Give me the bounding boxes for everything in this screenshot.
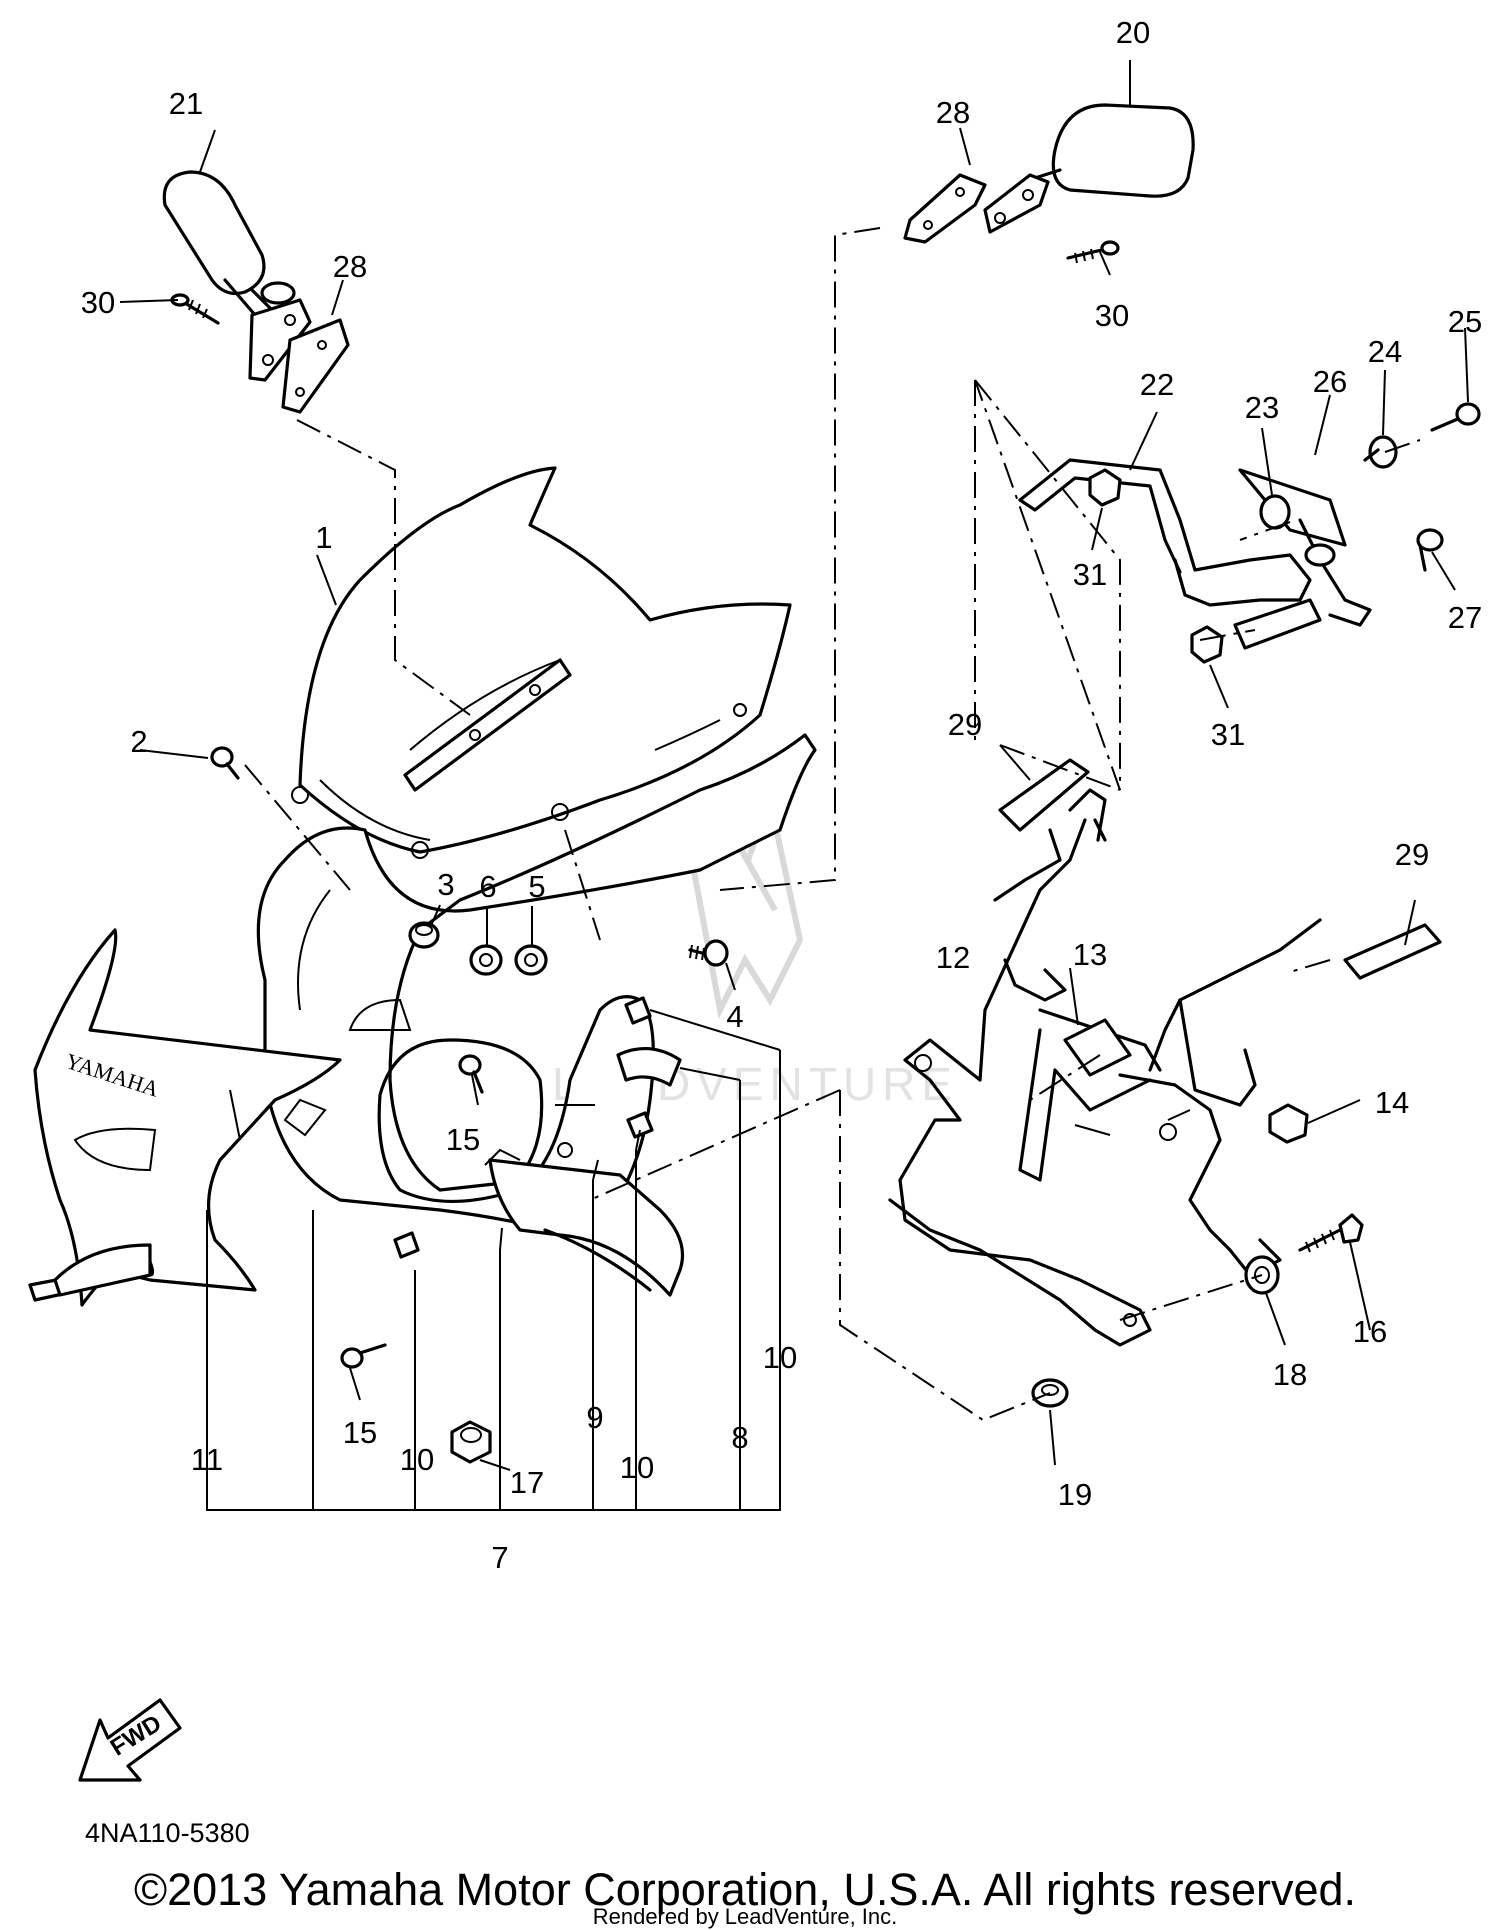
collar-24 <box>1363 435 1398 469</box>
screw-15-lower <box>340 1343 387 1369</box>
clip-10-lower <box>393 1231 420 1259</box>
rendered-by: Rendered by LeadVenture, Inc. <box>593 1904 898 1929</box>
callout-27: 27 <box>1448 600 1482 635</box>
cowling-stay-frame <box>888 788 1322 1347</box>
callout-18: 18 <box>1273 1357 1307 1392</box>
bolt-16 <box>1298 1213 1364 1253</box>
pad-29-upper <box>998 758 1090 832</box>
screw-15-upper <box>458 1054 484 1094</box>
bolt-27 <box>1416 528 1444 572</box>
callout-11: 11 <box>191 1442 223 1477</box>
callout-6: 6 <box>479 869 496 904</box>
callout-10a: 10 <box>763 1340 797 1375</box>
grommet-3 <box>408 921 440 949</box>
mirror-right <box>983 103 1195 234</box>
callout-28a: 28 <box>936 95 970 130</box>
bolt-25 <box>1430 402 1481 432</box>
upper-cowling <box>256 733 817 1297</box>
callout-30b: 30 <box>1095 298 1129 333</box>
callout-29b: 29 <box>1395 837 1429 872</box>
callout-9: 9 <box>586 1400 603 1435</box>
callout-29a: 29 <box>948 707 982 742</box>
nut-5 <box>514 944 548 976</box>
mirror-stay-bracket <box>1018 458 1372 650</box>
callout-13: 13 <box>1073 937 1107 972</box>
clip-10-middle <box>626 1111 654 1139</box>
clip-10-top <box>624 996 652 1025</box>
callout-7: 7 <box>491 1540 508 1575</box>
mirror-gasket-right <box>903 173 987 244</box>
callout-10b: 10 <box>400 1442 434 1477</box>
callout-15b: 15 <box>343 1415 377 1450</box>
reference-code: 4NA110-5380 <box>85 1818 250 1848</box>
callout-14: 14 <box>1375 1085 1409 1120</box>
callout-25: 25 <box>1448 304 1482 339</box>
callout-1: 1 <box>315 520 332 555</box>
callout-20: 20 <box>1116 15 1150 50</box>
callouts: 1 2 3 4 5 6 7 8 9 10 10 10 11 12 13 14 1… <box>81 15 1482 1575</box>
nut-6 <box>469 944 503 976</box>
callout-28b: 28 <box>333 249 367 284</box>
nut-31-upper <box>1088 468 1122 507</box>
mirror-screw-right <box>1066 240 1120 264</box>
callout-3: 3 <box>437 867 454 902</box>
callout-16: 16 <box>1353 1314 1387 1349</box>
windshield <box>291 466 792 859</box>
callout-19: 19 <box>1058 1477 1092 1512</box>
leader-lines <box>119 60 1469 1511</box>
assembly-lines <box>244 227 1421 1422</box>
copyright-notice: ©2013 Yamaha Motor Corporation, U.S.A. A… <box>134 1864 1356 1915</box>
callout-22: 22 <box>1140 367 1174 402</box>
callout-23: 23 <box>1245 390 1279 425</box>
callout-2: 2 <box>130 724 147 759</box>
nut-31-lower <box>1190 625 1224 664</box>
callout-31a: 31 <box>1073 557 1107 592</box>
mirror-screw-left <box>170 293 220 325</box>
bolt-4 <box>688 939 729 967</box>
callout-24: 24 <box>1368 334 1402 369</box>
callout-4: 4 <box>726 999 743 1034</box>
screw-2 <box>210 746 240 780</box>
mirror-left <box>162 170 312 382</box>
callout-15a: 15 <box>446 1122 480 1157</box>
plate-13 <box>1063 1018 1132 1077</box>
callout-31b: 31 <box>1211 717 1245 752</box>
callout-30a: 30 <box>81 285 115 320</box>
callout-21: 21 <box>169 86 203 121</box>
pad-29-right <box>1343 923 1442 980</box>
side-cowl-panel: YAMAHA <box>28 928 342 1307</box>
callout-10c: 10 <box>620 1450 654 1485</box>
nut-17 <box>450 1420 492 1464</box>
callout-8: 8 <box>731 1420 748 1455</box>
callout-26: 26 <box>1313 364 1347 399</box>
callout-12: 12 <box>936 940 970 975</box>
fwd-arrow-icon: FWD <box>78 1698 182 1782</box>
trim-8 <box>616 1046 682 1087</box>
nut-14 <box>1268 1103 1309 1144</box>
callout-5: 5 <box>528 869 545 904</box>
callout-17: 17 <box>510 1465 544 1500</box>
